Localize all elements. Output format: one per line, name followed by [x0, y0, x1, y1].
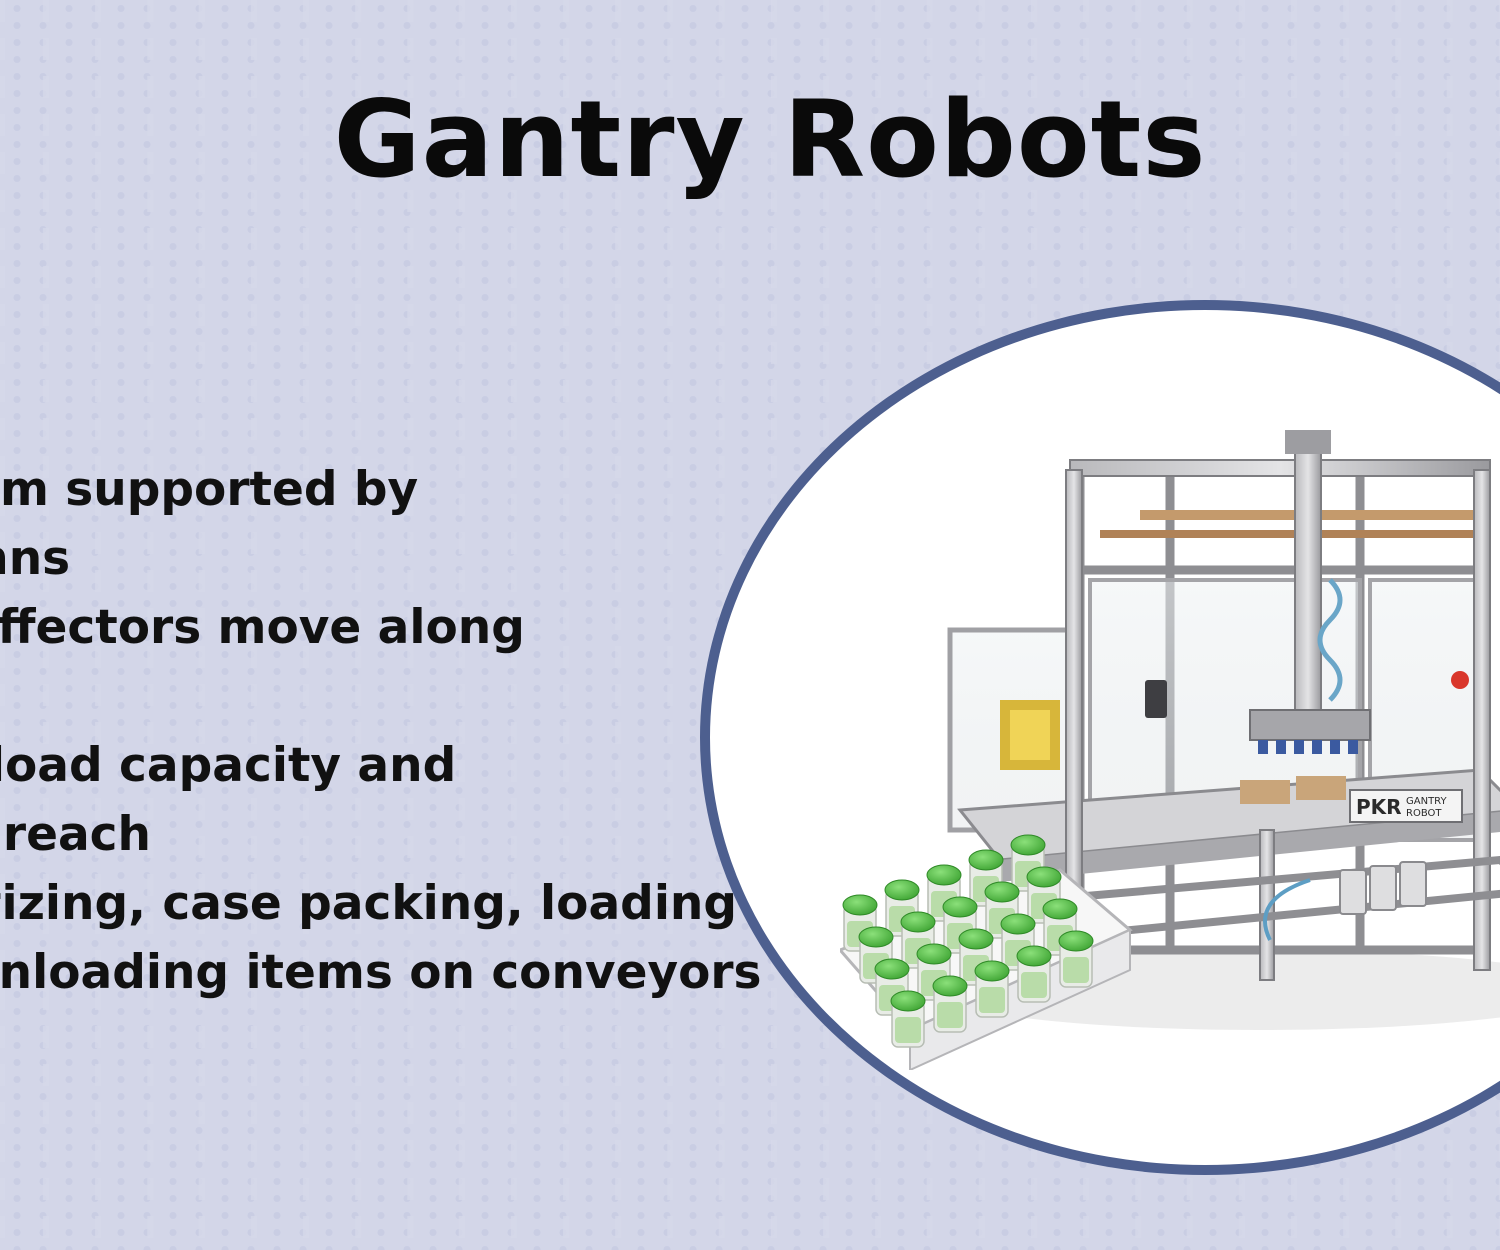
badge-line1: GANTRY [1406, 796, 1447, 807]
bullet-line: Palletizing, case packing, loading [0, 876, 738, 931]
brand-text: PKR [1356, 795, 1402, 819]
photo-frame: PKR GANTRY ROBOT [700, 300, 1500, 1175]
bullet-line [0, 662, 762, 731]
gantry-robot-machine-photo: PKR GANTRY ROBOT [840, 430, 1500, 1070]
bottle [1058, 930, 1094, 988]
bullet-line: High load capacity and [0, 738, 457, 793]
badge-line2: ROBOT [1406, 808, 1442, 819]
slide-title: Gantry Robots [333, 78, 1207, 201]
bullet-line: columns [0, 531, 71, 586]
bullet-line: A beam supported by [0, 462, 419, 517]
bullet-line: and unloading items on conveyors [0, 945, 762, 1000]
bottle [890, 990, 926, 1048]
bullet-line: End effectors move along [0, 600, 525, 655]
bottle [974, 960, 1010, 1018]
bottle [1016, 945, 1052, 1003]
bottle [932, 975, 968, 1033]
bullet-line: large reach [0, 807, 151, 862]
bullet-list: A beam supported by columns End effector… [0, 455, 762, 1007]
